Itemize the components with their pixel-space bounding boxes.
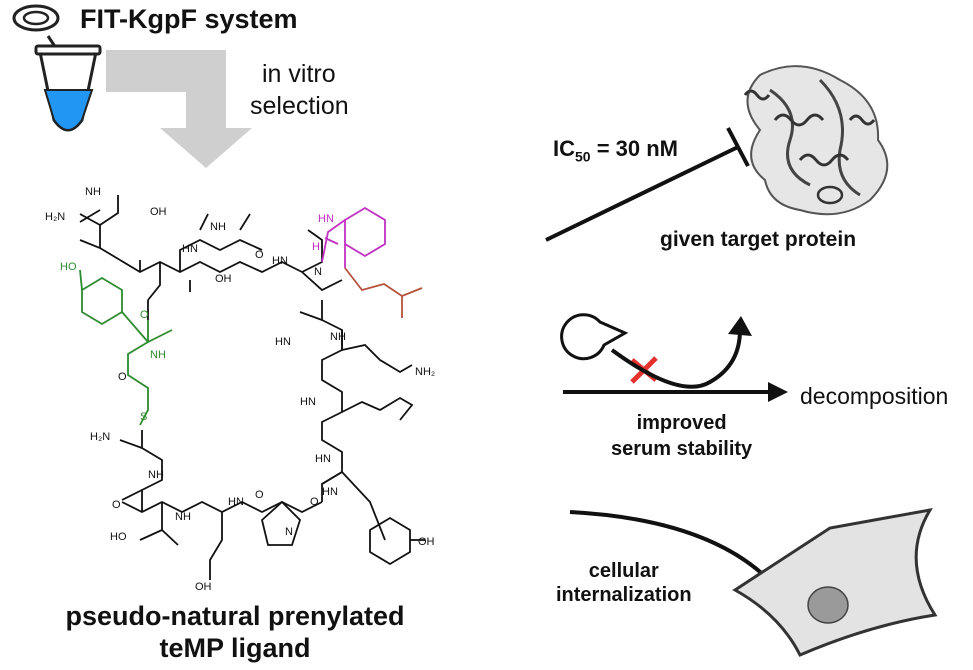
svg-text:O: O — [112, 499, 121, 511]
svg-text:H₂N: H₂N — [90, 431, 110, 443]
svg-text:HN: HN — [272, 255, 288, 267]
protein-icon — [743, 65, 889, 216]
atom-labels: NH H₂N HO OH NH HN OH O HN HN H N O NH O… — [45, 186, 435, 593]
system-title: FIT-KgpF system — [80, 4, 298, 34]
svg-text:HN: HN — [182, 243, 198, 255]
target-protein-label: given target protein — [660, 228, 857, 251]
indoline-core — [321, 206, 386, 268]
svg-text:HN: HN — [318, 213, 334, 225]
selection-arrow — [106, 50, 252, 168]
prenyl-group — [344, 267, 423, 318]
serum-stability-label: improved serum stability — [611, 410, 752, 462]
svg-text:HO: HO — [110, 531, 127, 543]
ligand-label: pseudo-natural prenylated teMP ligand — [0, 600, 470, 664]
svg-text:S: S — [140, 411, 147, 423]
deflect-arrow — [610, 329, 742, 389]
internalization-line2: internalization — [556, 584, 692, 606]
svg-text:HO: HO — [60, 261, 77, 273]
selection-label-line1: in vitro — [262, 60, 336, 88]
protease-icon — [560, 313, 629, 361]
svg-text:NH: NH — [148, 469, 164, 481]
inhibition-arrow — [545, 127, 750, 242]
selection-label-line2: selection — [250, 92, 349, 120]
svg-text:N: N — [314, 266, 322, 278]
svg-text:HN: HN — [315, 453, 331, 465]
svg-text:H₂N: H₂N — [45, 211, 65, 223]
svg-text:NH: NH — [175, 511, 191, 523]
svg-text:O: O — [118, 371, 127, 383]
svg-text:NH₂: NH₂ — [415, 366, 435, 378]
svg-text:H: H — [312, 241, 320, 253]
tube-icon — [12, 4, 102, 132]
svg-text:NH: NH — [210, 221, 226, 233]
svg-text:HN: HN — [322, 486, 338, 498]
svg-text:HN: HN — [228, 496, 244, 508]
svg-text:OH: OH — [215, 273, 232, 285]
svg-text:N: N — [285, 526, 293, 538]
serum-stability-line2: serum stability — [611, 438, 753, 460]
serum-stability-line1: improved — [636, 412, 727, 434]
svg-text:O: O — [255, 489, 264, 501]
svg-text:O: O — [310, 496, 319, 508]
svg-text:O: O — [140, 309, 149, 321]
svg-text:O: O — [255, 249, 264, 261]
ligand-line2: teMP ligand — [159, 633, 311, 663]
internalization-line1: cellular — [588, 560, 659, 582]
svg-text:HN: HN — [300, 396, 316, 408]
decomposition-label: decomposition — [800, 383, 949, 409]
svg-text:OH: OH — [418, 536, 435, 548]
svg-text:NH: NH — [85, 186, 101, 198]
svg-text:NH: NH — [330, 331, 346, 343]
peptide-structure — [79, 195, 425, 580]
svg-text:OH: OH — [195, 581, 212, 593]
svg-text:OH: OH — [150, 206, 167, 218]
thioether-linker — [79, 269, 173, 426]
cell-icon — [732, 507, 938, 657]
decomposition-arrow — [563, 382, 788, 402]
svg-text:HN: HN — [275, 336, 291, 348]
ligand-line1: pseudo-natural prenylated — [65, 601, 405, 631]
svg-text:NH: NH — [150, 349, 166, 361]
internalization-label: cellular internalization — [556, 559, 692, 607]
ic50-label: IC50 = 30 nM — [553, 136, 678, 165]
